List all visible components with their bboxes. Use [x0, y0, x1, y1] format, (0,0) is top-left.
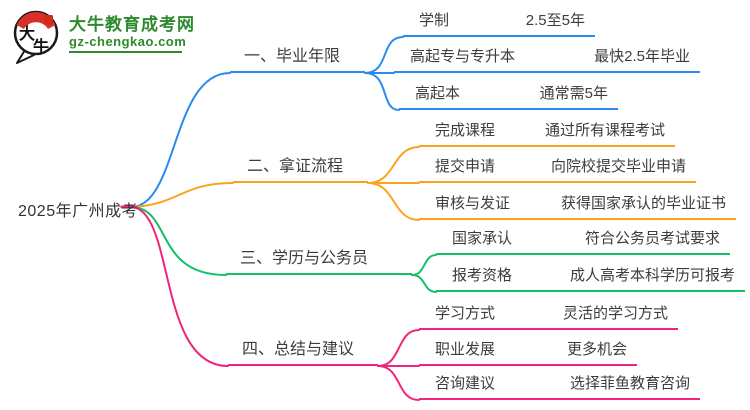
- child-value: 通过所有课程考试: [544, 122, 665, 139]
- child-label: 审核与发证: [435, 195, 511, 212]
- child-row: 报考资格 成人高考本科学历可报考: [436, 264, 745, 292]
- svg-text:牛: 牛: [33, 37, 49, 56]
- logo-underline: [69, 51, 182, 53]
- child-row: 完成课程 通过所有课程考试: [419, 119, 675, 147]
- child-row: 高起本 通常需5年: [399, 82, 618, 110]
- logo-text: 大牛教育成考网 gz-chengkao.com: [69, 8, 195, 53]
- link-root-branch1: [132, 72, 231, 208]
- child-value: 向院校提交毕业申请: [550, 158, 686, 175]
- child-value: 通常需5年: [539, 85, 608, 102]
- branch-label: 二、拿证流程: [247, 158, 344, 175]
- link-b1-c3: [364, 72, 400, 111]
- link-b3-c2: [411, 274, 437, 293]
- child-label: 报考资格: [452, 267, 513, 284]
- child-label: 高起专与专升本: [410, 48, 516, 65]
- child-value: 最快2.5年毕业: [594, 48, 690, 65]
- child-label: 提交申请: [435, 158, 496, 175]
- link-b4-c3: [377, 365, 420, 401]
- site-logo[interactable]: 大 牛 大牛教育成考网 gz-chengkao.com: [10, 8, 195, 66]
- child-label: 完成课程: [435, 122, 496, 139]
- child-row: 提交申请 向院校提交毕业申请: [419, 155, 696, 183]
- child-value: 灵活的学习方式: [562, 305, 668, 322]
- child-label: 职业发展: [435, 341, 496, 358]
- branch-node-1: 一、毕业年限: [230, 43, 365, 73]
- child-label: 高起本: [415, 85, 461, 102]
- daniu-logo-icon: 大 牛: [13, 10, 59, 64]
- child-label: 学制: [419, 12, 450, 29]
- child-row: 高起专与专升本 最快2.5年毕业: [394, 45, 700, 73]
- link-b3-c1: [411, 254, 437, 276]
- root-node: 2025年广州成考: [18, 203, 139, 220]
- link-root-branch2: [132, 182, 234, 208]
- child-row: 职业发展 更多机会: [419, 338, 637, 366]
- child-value: 符合公务员考试要求: [584, 230, 720, 247]
- branch-node-3: 三、学历与公务员: [226, 245, 412, 275]
- child-value: 更多机会: [566, 341, 627, 358]
- branch-node-2: 二、拿证流程: [233, 153, 368, 183]
- site-name: 大牛教育成考网: [69, 15, 195, 34]
- child-label: 学习方式: [435, 305, 496, 322]
- link-b2-c1: [367, 146, 420, 184]
- child-label: 国家承认: [452, 230, 513, 247]
- child-value: 获得国家承认的毕业证书: [560, 195, 726, 212]
- branch-label: 四、总结与建议: [242, 341, 355, 358]
- child-label: 咨询建议: [435, 375, 496, 392]
- branch-node-4: 四、总结与建议: [228, 336, 378, 366]
- svg-text:大: 大: [19, 24, 35, 43]
- child-row: 咨询建议 选择菲鱼教育咨询: [419, 372, 700, 400]
- link-b4-c1: [377, 329, 420, 367]
- link-root-branch3: [132, 206, 227, 276]
- link-root-branch4: [132, 206, 229, 367]
- child-row: 学习方式 灵活的学习方式: [419, 302, 678, 330]
- child-row: 国家承认 符合公务员考试要求: [436, 227, 730, 255]
- branch-label: 一、毕业年限: [244, 48, 341, 65]
- child-value: 成人高考本科学历可报考: [569, 267, 735, 284]
- site-url: gz-chengkao.com: [69, 34, 187, 49]
- child-row: 学制 2.5至5年: [403, 9, 595, 37]
- child-value: 2.5至5年: [525, 12, 585, 29]
- child-row: 审核与发证 获得国家承认的毕业证书: [419, 192, 736, 220]
- branch-label: 三、学历与公务员: [240, 250, 369, 267]
- link-b2-c3: [367, 182, 420, 221]
- child-value: 选择菲鱼教育咨询: [569, 375, 690, 392]
